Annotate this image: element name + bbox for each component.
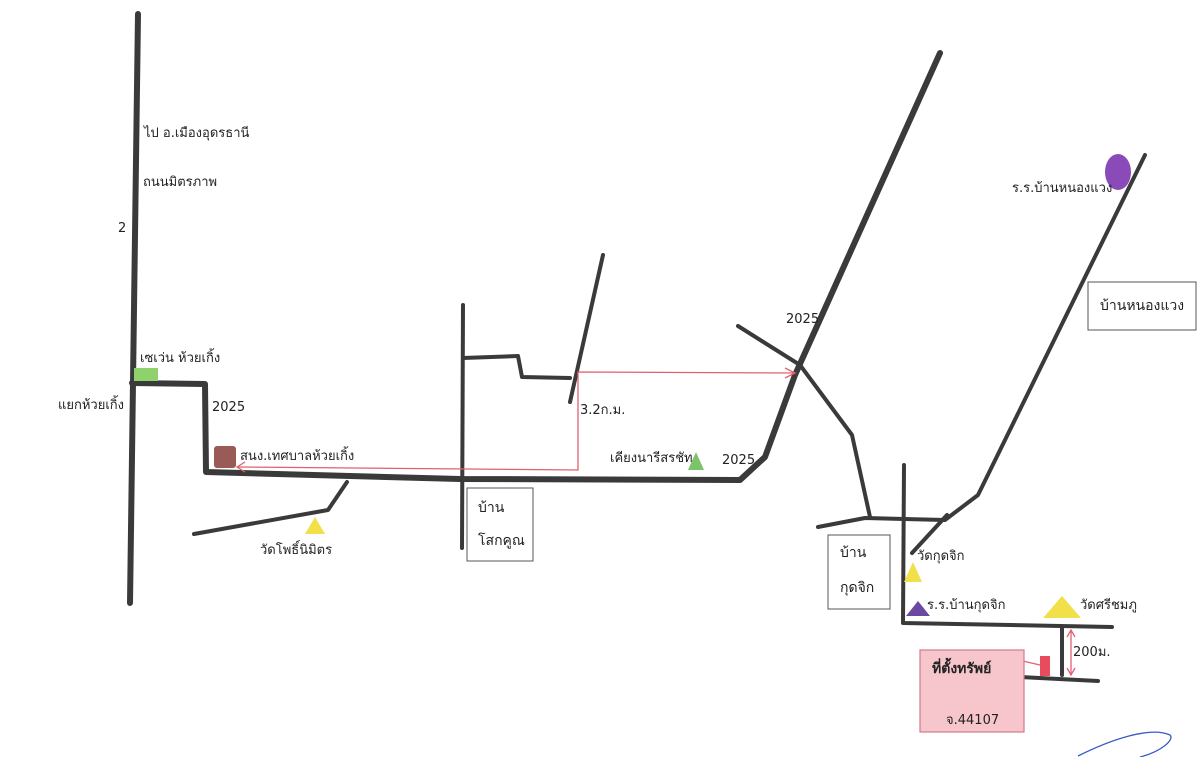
label-title-deed-no: จ.44107 [946,713,999,728]
label-to-udon: ไป อ.เมืองอุดรธานี [143,125,249,141]
label-road-2025-b: 2025 [722,453,755,468]
ban-nong-waeng-box [1087,281,1197,331]
ban-sok-khun-box [466,487,534,562]
label-ban-sok-khun-1: บ้าน [478,500,505,516]
khiang-nari-icon [688,452,704,470]
road-kut-chik-spur [910,513,949,555]
school-nong-waeng-icon [1105,154,1131,190]
road-north-branch [568,253,605,404]
route-line [237,371,796,471]
road-2025-main [129,50,943,483]
road-network [127,11,1147,683]
school-kut-chik-icon [906,601,930,616]
label-municipal-office: สนง.เทศบาลห้วยเกิ้ง [240,446,354,464]
route-path [235,367,1076,677]
label-distance-3-2km: 3.2ก.ม. [580,403,625,418]
label-ban-kut-chik-1: บ้าน [840,545,867,561]
seven-eleven-marker [134,368,158,381]
label-ban-sok-khun-2: โสกคูณ [478,532,525,549]
label-school-nong-waeng: ร.ร.บ้านหนองแวง [1012,181,1112,196]
road-wat-kut-chik [901,463,1114,629]
ban-kut-chik-box [827,534,891,610]
label-wat-pho-nimit: วัดโพธิ์นิมิตร [260,540,332,558]
label-road-2025-c: 2025 [786,312,819,327]
label-road-2025-a: 2025 [212,400,245,415]
municipal-office-marker [214,446,236,468]
label-ban-nong-waeng: บ้านหนองแวง [1100,298,1184,314]
wat-kut-chik-icon [904,562,922,582]
label-seven-eleven: เซเว่น ห้วยเกิ้ง [140,348,220,366]
label-hwy-2: 2 [118,221,126,236]
route-arrow-end [784,367,797,379]
wat-si-chomphu-icon [1043,596,1081,618]
label-ban-kut-chik-2: กุดจิก [840,580,874,596]
road-sok-khun-branch [461,354,572,380]
label-wat-kut-chik: วัดกุดจิก [917,549,965,564]
road-property-front [1018,675,1100,683]
distance-200m-arrow-bottom [1066,667,1076,677]
road-sok-khun [460,303,465,550]
property-marker [1040,656,1050,676]
road-highway-2 [127,11,141,606]
distance-200m-arrow-top [1066,628,1076,638]
label-wat-si-chomphu: วัดศรีชมภู [1080,597,1137,613]
map-labels: ไป อ.เมืองอุดรธานี ถนนมิตรภาพ 2 เซเว่น ห… [58,125,1184,728]
label-property-location: ที่ตั้งทรัพย์ [932,657,991,677]
label-huai-koeng-junction: แยกห้วยเกิ้ง [58,395,124,413]
signature-stroke [1077,731,1172,757]
label-distance-200m: 200ม. [1073,645,1111,660]
label-school-kut-chik: ร.ร.บ้านกุดจิก [927,598,1005,613]
road-branch-wat-pho-nimit [192,480,349,536]
road-kut-chik [736,324,872,519]
route-arrow-start [235,461,246,473]
property-location-box [919,649,1025,733]
label-mittraphap: ถนนมิตรภาพ [143,175,217,190]
wat-pho-nimit-icon [305,517,325,534]
label-khiang-nari: เคียงนารีสรชัท [610,450,693,466]
